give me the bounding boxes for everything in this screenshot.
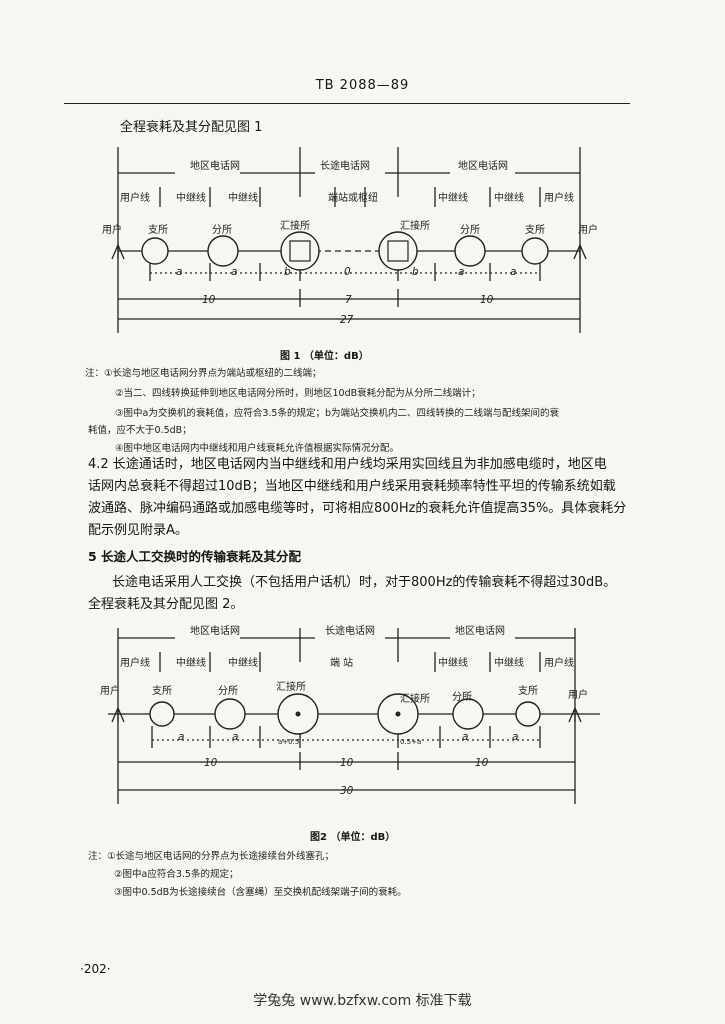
fig1-seg-trunk-2: 中继线 [228, 191, 258, 204]
fig1-seg-trunk-1: 中继线 [176, 191, 206, 204]
fig1-value-a-1: a [176, 266, 182, 278]
fig2-note-2: ②图中a应符合3.5条的规定； [114, 869, 239, 880]
fig2-value-a-4: a [512, 731, 518, 743]
page-header: TB 2088—89 [315, 78, 410, 93]
fig1-note-3-cont: 耗值，应不大于0.5dB； [88, 425, 192, 436]
figure-2-diagram: 地区电话网 长途电话网 地区电话网 用户线 中继线 中继线 端 站 中继线 中继… [100, 624, 600, 804]
fig2-node-branch-right: 支所 [518, 685, 538, 697]
fig2-node-user-right: 用户 [568, 688, 588, 701]
para-4-2-line-4: 配示例见附录A。 [88, 523, 188, 538]
header-rule [64, 103, 630, 104]
fig2-node-tandem-right: 汇接所 [400, 692, 430, 705]
fig1-region-local-right: 地区电话网 [458, 159, 508, 172]
fig2-node-branch-left: 支所 [152, 685, 172, 697]
fig2-total-left: 10 [204, 757, 218, 769]
fig2-node-tandem-left: 汇接所 [276, 680, 306, 693]
fig1-node-branch-right: 支所 [525, 224, 545, 236]
fig2-seg-trunk-3: 中继线 [438, 656, 468, 669]
fig2-region-local-left: 地区电话网 [190, 624, 240, 637]
fig2-grand-total: 30 [340, 785, 354, 797]
fig1-total-mid: 7 [345, 294, 352, 306]
fig1-node-user-left: 用户 [102, 223, 122, 236]
fig1-region-long: 长途电话网 [320, 159, 370, 172]
fig1-value-a-2: a [231, 266, 237, 278]
fig2-node-user-left: 用户 [100, 684, 120, 697]
fig1-seg-trunk-3: 中继线 [438, 191, 468, 204]
para-4-2-line-2: 话网内总衰耗不得超过10dB；当地区中继线和用户线采用衰耗频率特性平坦的传输系统… [88, 479, 616, 494]
fig2-value-05-plus-a: 0.5+a [400, 738, 421, 746]
fig2-seg-trunk-2: 中继线 [228, 656, 258, 669]
figure-1-caption: 图 1 （单位：dB） [280, 351, 369, 362]
fig1-note-1: 注：①长途与地区电话网分界点为端站或枢纽的二线端； [85, 368, 322, 379]
fig1-note-4: ④图中地区电话网内中继线和用户线衰耗允许值根据实际情况分配。 [115, 443, 400, 454]
fig1-value-b-1: b [284, 266, 291, 278]
para-4-2-line-3: 波通路、脉冲编码通路或加感电缆等时，可将相应800Hz的衰耗允许值提高35%。具… [88, 501, 627, 516]
fig1-seg-user-right: 用户线 [544, 191, 574, 204]
fig1-region-local-left: 地区电话网 [190, 159, 240, 172]
fig2-value-a-3: a [462, 731, 468, 743]
para-4-2-line-1: 4.2 长途通话时，地区电话网内当中继线和用户线均采用实回线且为非加感电缆时，地… [88, 457, 607, 472]
fig2-seg-trunk-1: 中继线 [176, 656, 206, 669]
fig1-value-a-4: a [510, 266, 516, 278]
fig1-grand-total: 27 [340, 314, 354, 326]
fig1-note-3: ③图中a为交换机的衰耗值，应符合3.5条的规定；b为端站交换机内二、四线转换的二… [115, 408, 559, 419]
fig1-node-tandem-left: 汇接所 [280, 219, 310, 232]
intro-line: 全程衰耗及其分配见图 1 [120, 120, 263, 135]
fig1-node-user-right: 用户 [578, 223, 598, 236]
figure-2-caption: 图2 （单位：dB） [310, 832, 396, 843]
fig2-seg-user-left: 用户线 [120, 656, 150, 669]
section-5-title: 5 长途人工交换时的传输衰耗及其分配 [88, 549, 302, 564]
fig1-node-tandem-right: 汇接所 [400, 219, 430, 232]
fig1-seg-user-left: 用户线 [120, 191, 150, 204]
fig2-total-mid: 10 [340, 757, 354, 769]
fig2-value-a-1: a [178, 731, 184, 743]
para-5-line-2: 全程衰耗及其分配见图 2。 [88, 597, 244, 612]
fig1-value-0: 0 [344, 266, 351, 278]
fig1-node-branch-left: 支所 [148, 224, 168, 236]
fig1-total-right: 10 [480, 294, 494, 306]
fig1-value-b-2: b [412, 266, 419, 278]
fig2-relay-group: 端 站 [330, 656, 353, 669]
fig2-region-local-right: 地区电话网 [455, 624, 505, 637]
fig1-node-sub-right: 分所 [460, 224, 480, 236]
fig2-total-right: 10 [475, 757, 489, 769]
fig2-value-a-plus-05: a+0.5 [278, 738, 299, 746]
fig2-seg-user-right: 用户线 [544, 656, 574, 669]
fig1-total-left: 10 [202, 294, 216, 306]
fig2-region-long: 长途电话网 [325, 624, 375, 637]
fig1-relay-group: 端站或枢纽 [328, 191, 378, 204]
fig2-node-sub-left: 分所 [218, 685, 238, 697]
fig2-note-1: 注：①长途与地区电话网的分界点为长途接续台外线塞孔； [88, 851, 335, 862]
fig2-node-sub-right: 分所 [452, 691, 472, 703]
page-footer: 学兔兔 www.bzfxw.com 标准下载 [253, 993, 472, 1009]
para-5-line-1: 长途电话采用人工交换（不包括用户话机）时，对于800Hz的传输衰耗不得超过30d… [112, 575, 617, 590]
fig1-seg-trunk-4: 中继线 [494, 191, 524, 204]
fig2-seg-trunk-4: 中继线 [494, 656, 524, 669]
page-number: ·202· [80, 962, 111, 976]
fig1-note-2: ②当二、四线转换延伸到地区电话网分所时，则地区10dB衰耗分配为从分所二线端计； [115, 388, 481, 399]
figure-1-diagram: 地区电话网 长途电话网 地区电话网 用户线 中继线 中继线 端站或枢纽 中继线 … [102, 147, 598, 333]
fig1-value-a-3: a [458, 266, 464, 278]
fig2-value-a-2: a [232, 731, 238, 743]
fig1-node-sub-left: 分所 [212, 224, 232, 236]
fig2-note-3: ③图中0.5dB为长途接续台（含塞绳）至交换机配线架端子间的衰耗。 [114, 887, 407, 898]
